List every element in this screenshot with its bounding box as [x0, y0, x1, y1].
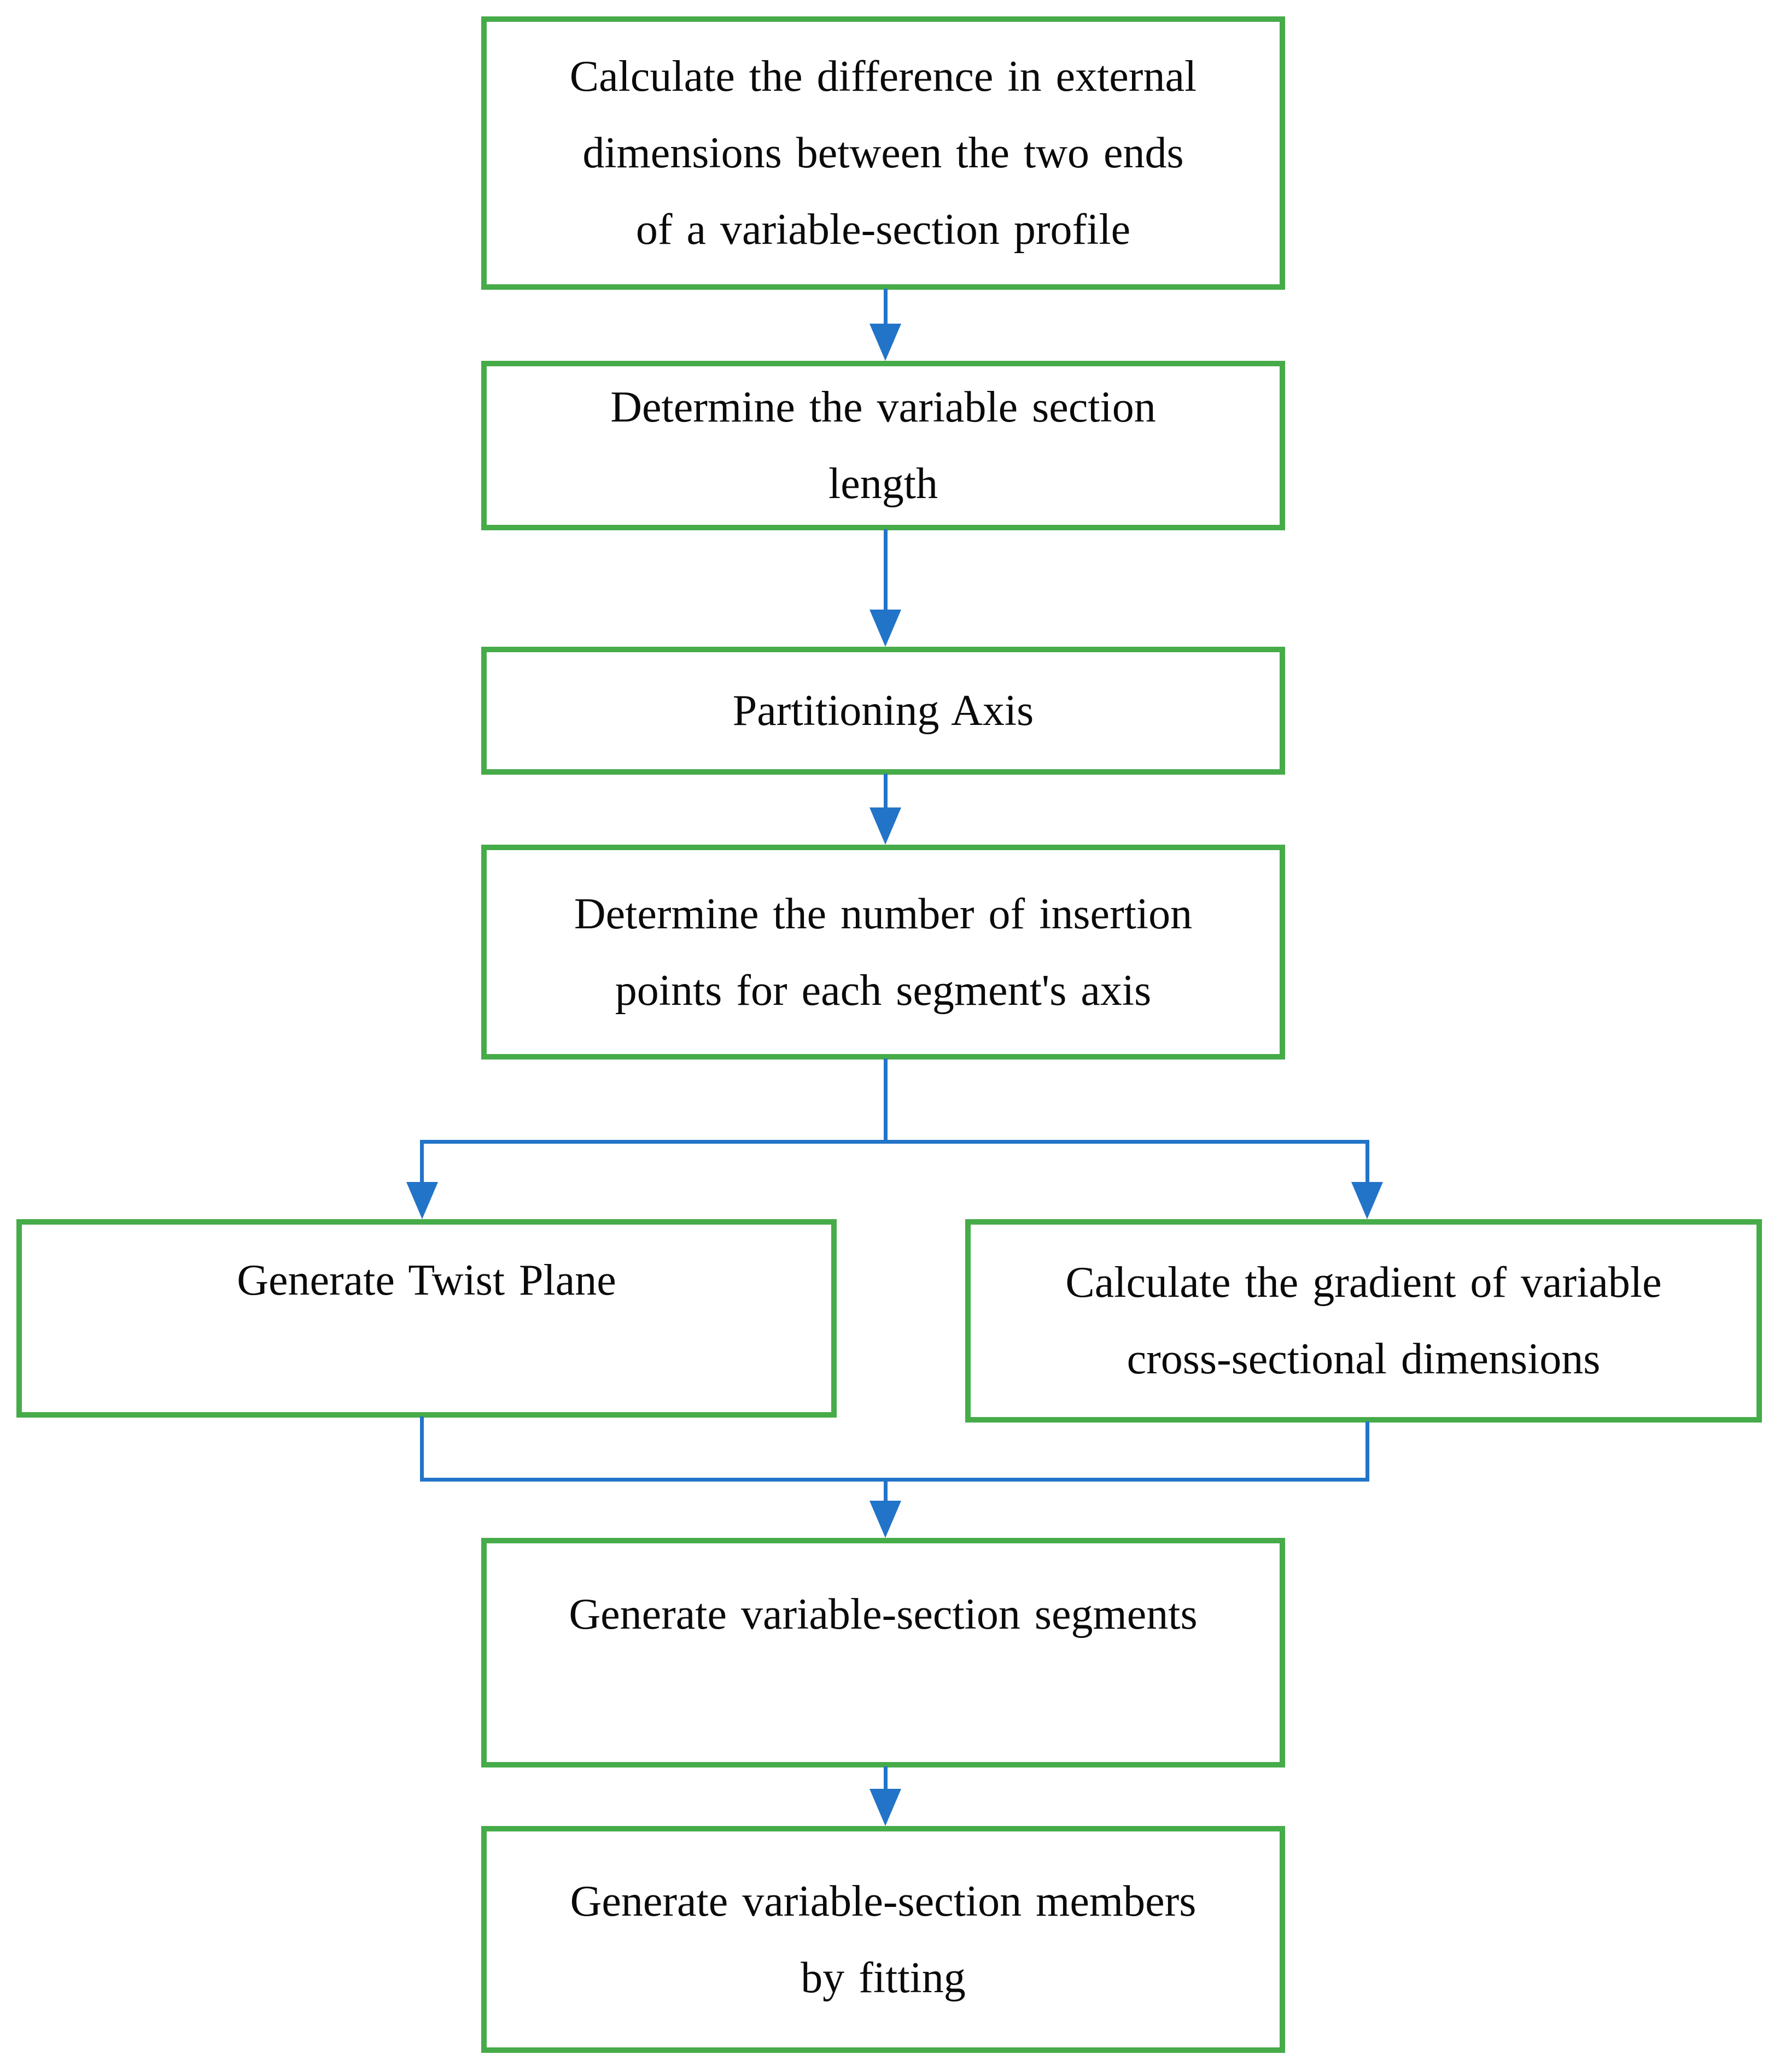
arrowhead-icon [1351, 1182, 1383, 1219]
node-text-line: Determine the variable section [610, 383, 1156, 431]
connector-stem-n4 [884, 1058, 888, 1144]
node-text-line: Calculate the difference in external [569, 52, 1197, 101]
node-generate-twist-plane: Generate Twist Plane [16, 1219, 837, 1418]
connector-line-n3-n4 [884, 774, 888, 809]
connector-line-merge-n7 [884, 1478, 888, 1502]
node-text-line: cross-sectional dimensions [1127, 1335, 1601, 1383]
connector-line-n1-n2 [884, 289, 888, 325]
node-determine-length: Determine the variable section length [481, 361, 1285, 530]
node-text-line: Determine the number of insertion [574, 889, 1193, 938]
node-text-line: of a variable-section profile [635, 206, 1131, 254]
node-calculate-gradient: Calculate the gradient of variable cross… [965, 1219, 1762, 1423]
arrowhead-icon [869, 1501, 901, 1538]
node-insertion-points: Determine the number of insertion points… [481, 845, 1285, 1060]
connector-split-bar [420, 1140, 1369, 1144]
node-text-line: Generate variable-section segments [569, 1590, 1198, 1638]
arrowhead-icon [869, 324, 901, 361]
node-text-line: Calculate the gradient of variable [1065, 1259, 1662, 1307]
connector-line-n7-n8 [884, 1766, 888, 1790]
connector-line-n4-n5 [420, 1140, 424, 1183]
node-generate-segments: Generate variable-section segments [481, 1538, 1285, 1767]
node-text-line: points for each segment's axis [615, 966, 1152, 1015]
node-calculate-difference: Calculate the difference in external dim… [481, 16, 1285, 290]
node-text-line: Generate Twist Plane [237, 1256, 616, 1304]
node-text-line: Partitioning Axis [732, 687, 1034, 735]
node-text-line: by fitting [801, 1953, 966, 2002]
connector-line-n2-n3 [884, 529, 888, 611]
node-text-line: dimensions between the two ends [582, 129, 1184, 177]
node-text-line: Generate variable-section members [570, 1877, 1197, 1925]
arrowhead-icon [869, 610, 901, 647]
arrowhead-icon [406, 1182, 438, 1219]
node-generate-members-by-fitting: Generate variable-section members by fit… [481, 1826, 1285, 2053]
node-text-line: length [828, 460, 938, 508]
connector-line-n6-merge [1365, 1421, 1369, 1482]
connector-line-n4-n6 [1365, 1140, 1369, 1183]
connector-line-n5-merge [420, 1417, 424, 1482]
arrowhead-icon [869, 807, 901, 845]
node-partitioning-axis: Partitioning Axis [481, 647, 1285, 775]
arrowhead-icon [869, 1789, 901, 1826]
connector-merge-bar [420, 1478, 1369, 1482]
